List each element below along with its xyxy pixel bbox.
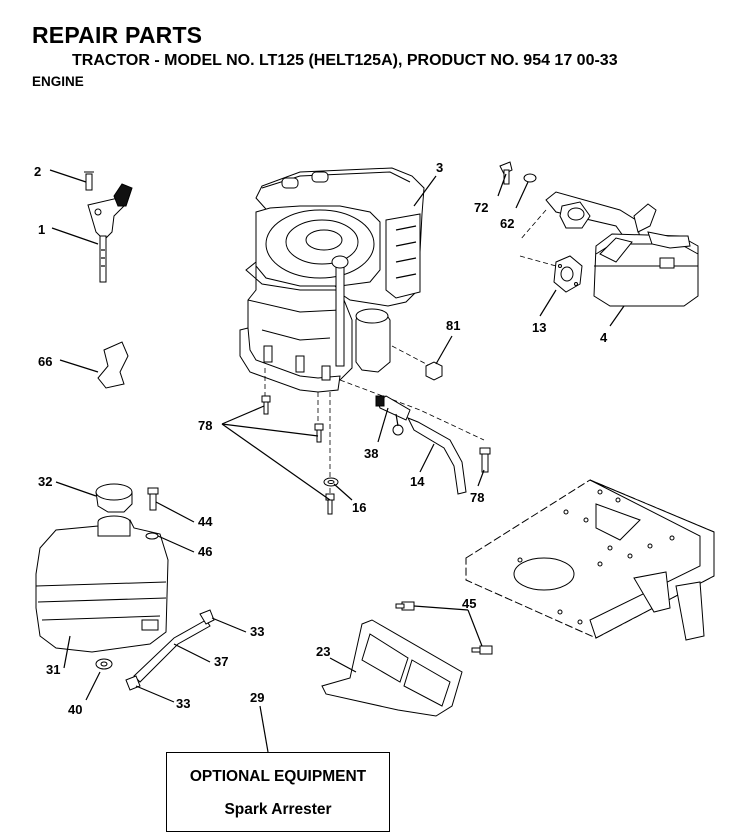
- bracket-clip-part: [97, 341, 129, 389]
- heat-shield-part: [321, 619, 463, 717]
- callout-44: 44: [198, 514, 213, 529]
- fuel-tank-part: [35, 515, 169, 653]
- callout-78: 78: [198, 418, 212, 433]
- exhaust-bolt-part: [499, 161, 513, 185]
- callout-72: 72: [474, 200, 488, 215]
- hose-clamp-part: [199, 609, 215, 625]
- tractor-frame-part: [465, 479, 715, 641]
- callout-40: 40: [68, 702, 82, 717]
- callout-3: 3: [436, 160, 443, 175]
- throttle-control-part: [84, 171, 133, 283]
- callout-45: 45: [462, 596, 476, 611]
- callout-16: 16: [352, 500, 366, 515]
- page-title: REPAIR PARTS: [32, 22, 203, 48]
- callout-46: 46: [198, 544, 212, 559]
- drain-hose-part: [406, 417, 467, 495]
- callout-38: 38: [364, 446, 378, 461]
- callout-2: 2: [34, 164, 41, 179]
- fuel-line-part: [133, 619, 211, 683]
- callout-81: 81: [446, 318, 460, 333]
- lock-washer-part: [523, 173, 537, 183]
- callout-62: 62: [500, 216, 514, 231]
- callout-1: 1: [38, 222, 45, 237]
- callout-32: 32: [38, 474, 52, 489]
- callout-37: 37: [214, 654, 228, 669]
- engine-part: [239, 167, 425, 393]
- callout-33: 33: [250, 624, 264, 639]
- callout-14: 14: [410, 474, 425, 489]
- callout-23: 23: [316, 644, 330, 659]
- callout-78: 78: [470, 490, 484, 505]
- tank-washer-part: [145, 532, 159, 540]
- callout-33: 33: [176, 696, 190, 711]
- tank-screw-part: [147, 487, 159, 511]
- callout-13: 13: [532, 320, 546, 335]
- callout-4: 4: [600, 330, 608, 345]
- page-subtitle: TRACTOR - MODEL NO. LT125 (HELT125A), PR…: [72, 52, 618, 69]
- oil-drain-valve-part: [375, 395, 411, 436]
- fuel-cap-part: [95, 483, 133, 513]
- callout-31: 31: [46, 662, 60, 677]
- optional-equipment-item: Spark Arrester: [224, 801, 332, 818]
- callout-29: 29: [250, 690, 264, 705]
- nut-part: [425, 361, 443, 381]
- optional-equipment-title: OPTIONAL EQUIPMENT: [189, 768, 367, 785]
- section-title: ENGINE: [32, 74, 84, 89]
- optional-equipment-box: OPTIONAL EQUIPMENT Spark Arrester: [166, 752, 390, 832]
- callout-66: 66: [38, 354, 52, 369]
- exhaust-gasket-part: [553, 255, 583, 293]
- muffler-part: [593, 231, 699, 307]
- exhaust-pipe-part: [545, 191, 657, 241]
